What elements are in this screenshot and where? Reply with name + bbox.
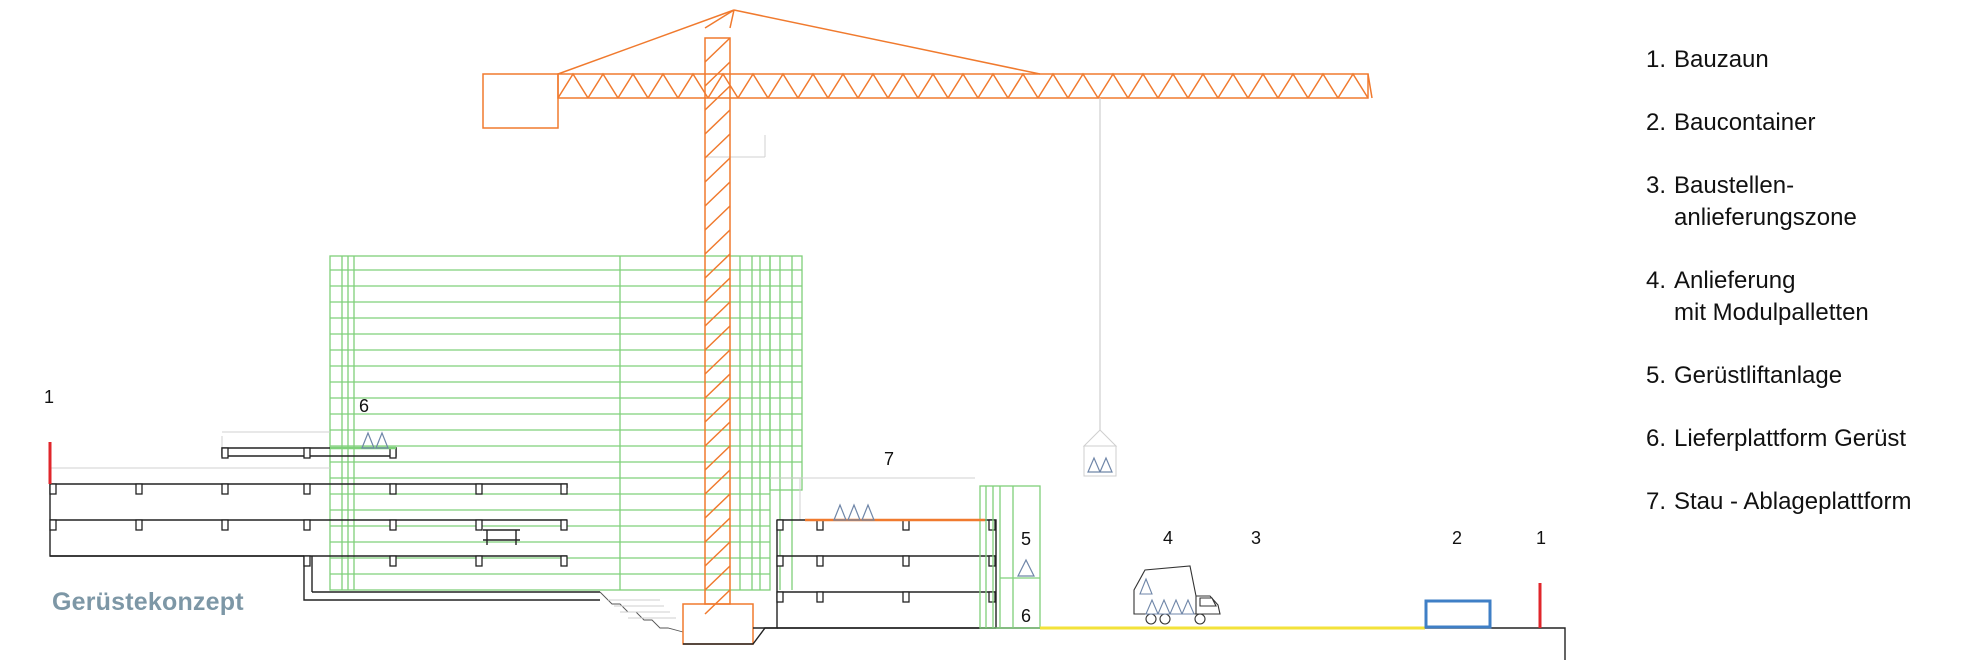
legend: 1. Bauzaun 2. Baucontainer 3. Baustellen… [1646, 44, 1966, 549]
column-stub [135, 483, 143, 495]
legend-number: 7. [1646, 488, 1667, 515]
left-building [49, 447, 600, 601]
column-stub [560, 483, 568, 495]
column-stub [49, 519, 57, 531]
marker-lift: 5 [1021, 529, 1032, 549]
column-stub [776, 519, 784, 531]
stairs [599, 591, 684, 633]
column-stub [988, 519, 996, 531]
column-stub [303, 519, 311, 531]
page-title: Gerüstekonzept [52, 588, 244, 616]
column-stub [475, 483, 483, 495]
column-stub [988, 555, 996, 567]
column-stub [389, 483, 397, 495]
site-container [1424, 599, 1492, 629]
left-building-columns [49, 447, 568, 567]
legend-item: 3. Baustellen- anlieferungszone [1646, 170, 1966, 234]
column-stub [560, 555, 568, 567]
marker-delivery: 4 [1163, 528, 1174, 548]
legend-number: 1. [1646, 46, 1667, 73]
legend-number: 4. [1646, 267, 1667, 294]
legend-label: Stau - Ablageplattform [1674, 488, 1912, 515]
legend-label: Baucontainer [1674, 109, 1816, 136]
legend-label: Bauzaun [1674, 46, 1769, 73]
storage-pallet-icons [833, 503, 875, 521]
legend-number: 6. [1646, 425, 1667, 452]
column-stub [389, 519, 397, 531]
marker-fence-left: 1 [44, 387, 55, 407]
legend-number: 5. [1646, 362, 1667, 389]
column-stub [902, 555, 910, 567]
column-stub [776, 591, 784, 603]
tower-crane [482, 9, 1373, 645]
crane-load-icon [1082, 429, 1118, 477]
marker-delivery-zone: 3 [1251, 528, 1262, 548]
delivery-truck-icon [1133, 565, 1221, 625]
legend-label: Anlieferung mit Modulpalletten [1674, 267, 1869, 326]
marker-platform-upper: 6 [359, 396, 370, 416]
legend-label: Gerüstliftanlage [1674, 362, 1843, 389]
legend-item: 7. Stau - Ablageplattform [1646, 486, 1966, 518]
legend-label: Baustellen- anlieferungszone [1674, 172, 1857, 231]
column-stub [221, 447, 229, 459]
column-stub [902, 519, 910, 531]
column-stub [475, 555, 483, 567]
legend-item: 6. Lieferplattform Gerüst [1646, 423, 1966, 455]
legend-item: 1. Bauzaun [1646, 44, 1966, 76]
column-stub [816, 555, 824, 567]
main-scaffolding [329, 255, 803, 591]
column-stub [902, 591, 910, 603]
column-stub [389, 447, 397, 459]
right-building-columns [776, 519, 996, 603]
marker-storage: 7 [884, 449, 895, 469]
marker-container: 2 [1452, 528, 1463, 548]
lift-scaffold [979, 485, 1041, 629]
upper-platform-pallet-icons [361, 431, 389, 449]
column-stub [560, 519, 568, 531]
column-stub [49, 483, 57, 495]
column-stub [221, 483, 229, 495]
legend-item: 4. Anlieferung mit Modulpalletten [1646, 265, 1966, 329]
building-interior-lines [50, 135, 975, 520]
column-stub [303, 447, 311, 459]
column-stub [475, 519, 483, 531]
column-stub [816, 519, 824, 531]
legend-number: 3. [1646, 172, 1667, 199]
column-stub [221, 519, 229, 531]
right-building [683, 519, 1566, 660]
lift-pallet-icon [1017, 558, 1035, 577]
marker-platform-lower: 6 [1021, 606, 1032, 626]
column-stub [816, 591, 824, 603]
legend-number: 2. [1646, 109, 1667, 136]
column-stub [303, 555, 311, 567]
marker-fence-right: 1 [1536, 528, 1547, 548]
column-stub [389, 555, 397, 567]
legend-item: 5. Gerüstliftanlage [1646, 360, 1966, 392]
legend-label: Lieferplattform Gerüst [1674, 425, 1907, 452]
legend-item: 2. Baucontainer [1646, 107, 1966, 139]
column-stub [776, 555, 784, 567]
column-stub [988, 591, 996, 603]
column-stub [303, 483, 311, 495]
column-stub [135, 519, 143, 531]
